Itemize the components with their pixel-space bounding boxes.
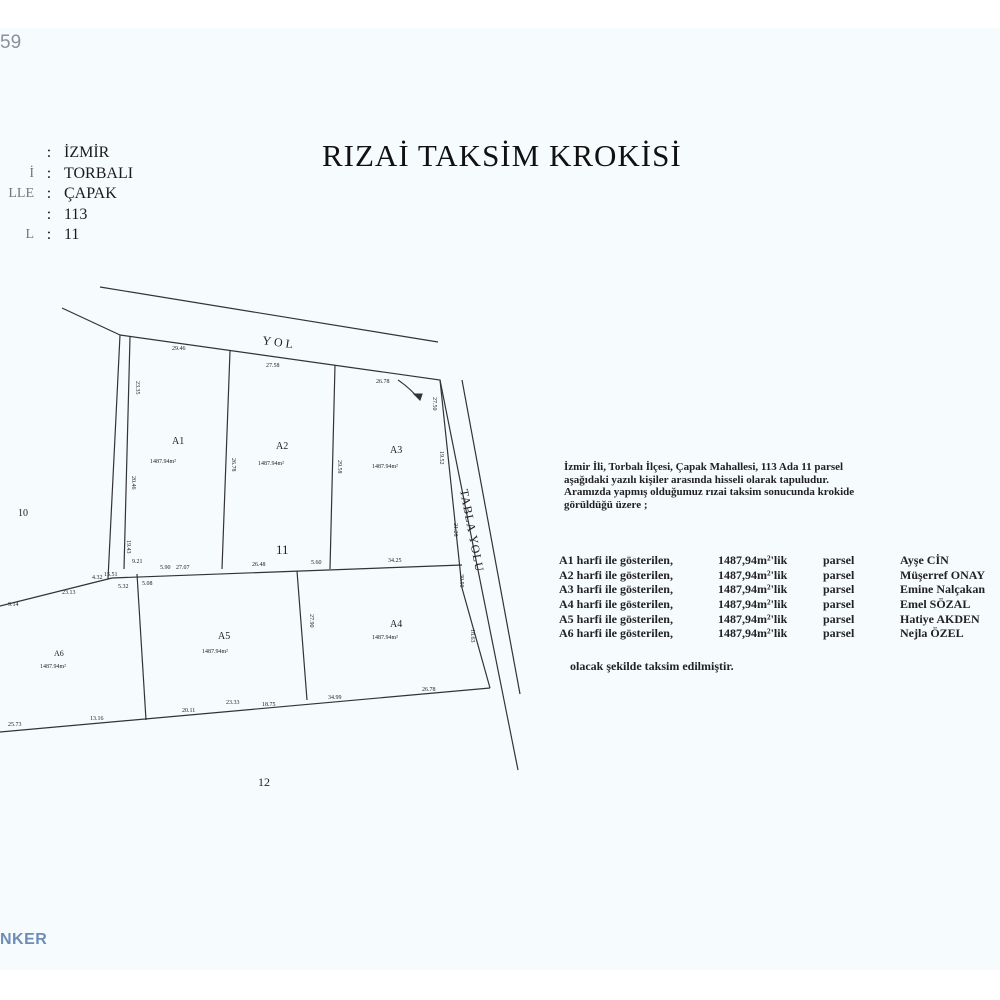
dimension-label: 29.46 — [172, 346, 186, 352]
description-block: İzmir İli, Torbalı İlçesi, Çapak Mahalle… — [564, 461, 1000, 511]
road-label-top: YOL — [262, 333, 297, 352]
header-row-block: :113 — [0, 205, 133, 226]
dimension-label: 5.90 — [160, 565, 171, 571]
header-value-parcel: 11 — [64, 226, 80, 243]
header-value-block: 113 — [64, 205, 88, 223]
header-label: L — [25, 227, 34, 242]
dimension-label: 15.51 — [104, 572, 118, 578]
dimension-label: 20.11 — [182, 708, 195, 714]
document-sheet: 59 RIZAİ TAKSİM KROKİSİ :İZMİR İ:TORBALI… — [0, 28, 1000, 970]
road-label-right: TABLA YOLU — [457, 488, 487, 573]
description-line: görüldüğü üzere ; — [564, 498, 648, 511]
dimension-label: 5.08 — [142, 581, 153, 587]
dimension-label: 26.78 — [230, 458, 236, 472]
header-row-district: İ:TORBALI — [0, 164, 133, 185]
description-line: Aramızda yapmış olduğumuz rızai taksim s… — [564, 486, 855, 498]
document-title: RIZAİ TAKSİM KROKİSİ — [322, 138, 682, 173]
dimension-label: 21.28 — [452, 523, 458, 537]
dimension-label: 18.75 — [262, 702, 276, 708]
dimension-label: 5.60 — [311, 560, 322, 566]
parcel-a2-area: 1487.94m² — [258, 461, 284, 467]
parcel-a5-id: A5 — [218, 631, 230, 642]
dimension-label: 20.46 — [130, 476, 136, 490]
dimension-label: 27.90 — [308, 614, 314, 628]
dimension-label: 34.99 — [328, 695, 342, 701]
divider-a6-a5 — [136, 573, 147, 721]
header-value-province: İZMİR — [64, 144, 110, 161]
dimension-label: 30.50 — [458, 574, 464, 588]
parcel-boundary-top — [119, 334, 491, 689]
dimension-label: 34.25 — [388, 558, 402, 564]
dimension-label: 27.58 — [266, 363, 280, 369]
divider-a1-a2 — [221, 350, 231, 570]
parcel-a4-area: 1487.94m² — [372, 635, 398, 641]
dimension-label: 26.48 — [252, 562, 266, 568]
parcel-sketch: YOL TABLA YOLU 11 10 12 A1 1487.94m² A2 … — [0, 286, 521, 789]
dimension-label: 23.13 — [62, 590, 76, 596]
header-fields: :İZMİR İ:TORBALI LLE:ÇAPAK :113 L:11 — [0, 143, 133, 246]
dimension-label: 29.58 — [336, 460, 342, 474]
left-boundary-a — [107, 334, 121, 580]
dimension-label: 19.52 — [438, 451, 444, 465]
dimension-label: 23.35 — [134, 381, 140, 395]
parcel-a4-id: A4 — [390, 619, 402, 630]
left-boundary-b — [123, 336, 131, 570]
header-value-district: TORBALI — [64, 164, 134, 182]
dimension-label: 23.33 — [226, 700, 240, 706]
closing-text: olacak şekilde taksim edilmiştir. — [570, 659, 734, 673]
header-label: LLE — [8, 186, 34, 201]
parcel-a3-area: 1487.94m² — [372, 464, 398, 470]
dimension-label: 18.63 — [469, 629, 475, 643]
parcel-number-center: 11 — [276, 542, 289, 557]
road-right-inner — [439, 379, 519, 771]
parcel-a2-id: A2 — [276, 441, 288, 452]
header-label: İ — [29, 165, 34, 181]
header-value-neighbourhood: ÇAPAK — [64, 185, 117, 202]
road-edge-left — [61, 307, 121, 336]
road-right-outer — [461, 379, 521, 695]
parcel-number-left: 10 — [18, 508, 28, 519]
header-row-parcel: L:11 — [0, 225, 133, 246]
parcel-number-bottom: 12 — [258, 775, 270, 789]
parcel-boundary-bottom — [0, 687, 491, 733]
dimension-label: 26.78 — [376, 379, 390, 385]
row-divider-main — [111, 564, 463, 579]
parcel-a1-id: A1 — [172, 436, 184, 447]
dimension-label: 9.14 — [8, 602, 19, 608]
parcel-a6-id: A6 — [54, 649, 64, 658]
row-divider — [0, 577, 113, 607]
dimension-label: 13.16 — [90, 716, 104, 722]
dimension-label: 25.73 — [8, 722, 22, 728]
dimension-label: 27.07 — [176, 565, 190, 571]
dimension-label: 27.50 — [431, 397, 437, 411]
description-line: aşağıdaki yazılı kişiler arasında hissel… — [564, 473, 829, 486]
header-row-neighbourhood: LLE:ÇAPAK — [0, 184, 133, 205]
parcel-a1-area: 1487.94m² — [150, 459, 176, 465]
parcel-a3-id: A3 — [390, 445, 402, 456]
header-row-province: :İZMİR — [0, 143, 133, 164]
road-edge-top — [99, 286, 439, 343]
dimension-label: 26.78 — [422, 687, 436, 693]
parcel-a6-area: 1487.94m² — [40, 664, 66, 670]
dimension-label: 4.32 — [92, 575, 103, 581]
parcel-a5-area: 1487.94m² — [202, 649, 228, 655]
dimension-label: 9.21 — [132, 559, 143, 565]
dimension-label: 19.43 — [125, 540, 131, 554]
description-line: İzmir İli, Torbalı İlçesi, Çapak Mahalle… — [564, 461, 844, 473]
brand-watermark: NKER — [0, 931, 48, 948]
page-number: 59 — [0, 32, 22, 53]
dimension-label: 5.32 — [118, 584, 129, 590]
arrowhead-icon — [412, 393, 423, 402]
divider-a2-a3 — [329, 364, 336, 570]
divider-a5-a4 — [296, 570, 308, 701]
